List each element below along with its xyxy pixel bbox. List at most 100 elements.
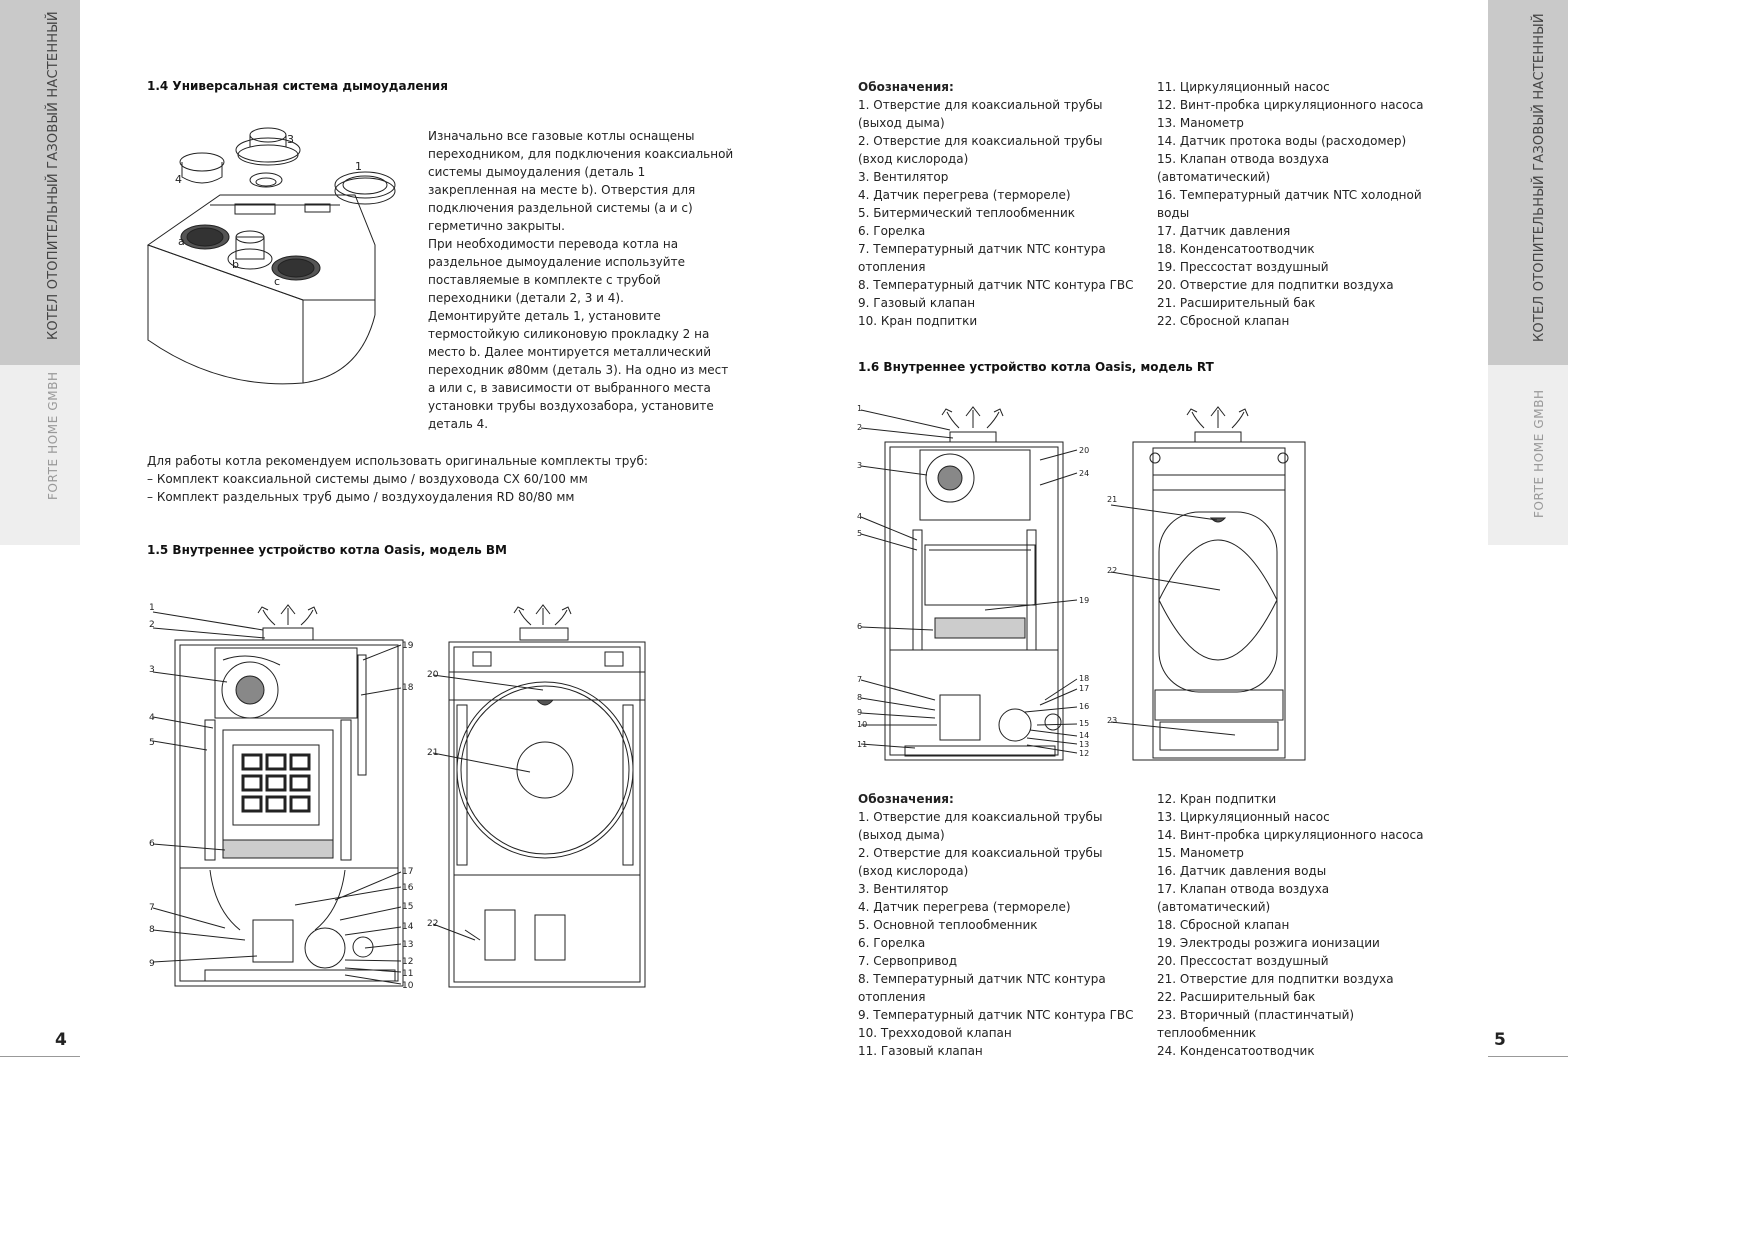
rt-back-diagram: 21 22 23	[1107, 406, 1306, 761]
flue-adapter-figure: 3 1 4 a b c	[146, 127, 396, 385]
legend-item: 6. Горелка	[858, 936, 926, 950]
legend-item: 18. Конденсатоотводчик	[1157, 242, 1315, 256]
callout-label: 14	[402, 922, 414, 932]
text-line: Для работы котла рекомендуем использоват…	[147, 454, 648, 468]
callout-label: 6	[149, 839, 155, 849]
legend-item: 12. Кран подпитки	[1157, 792, 1277, 806]
legend-item: 6. Горелка	[858, 224, 926, 238]
callout-label: 18	[402, 683, 414, 693]
legend-item: (выход дыма)	[858, 828, 945, 842]
text-line: термостойкую силиконовую прокладку 2 на	[428, 327, 710, 341]
callout-label: 4	[857, 512, 862, 521]
legend-item: отопления	[858, 990, 926, 1004]
legend-item: (вход кислорода)	[858, 864, 969, 878]
legend-item: воды	[1157, 206, 1190, 220]
sidebar-brand-band	[1488, 365, 1568, 545]
left-sidebar: КОТЕЛ ОТОПИТЕЛЬНЫЙ ГАЗОВЫЙ НАСТЕННЫЙ FOR…	[0, 0, 80, 545]
legend-heading: Обозначения:	[858, 792, 954, 806]
page-number-right: 5	[1494, 1030, 1506, 1050]
callout-label: 15	[1079, 719, 1089, 728]
legend-item: 14. Винт-пробка циркуляционного насоса	[1157, 828, 1424, 842]
sidebar-vertical-title: КОТЕЛ ОТОПИТЕЛЬНЫЙ ГАЗОВЫЙ НАСТЕННЫЙ	[1532, 13, 1547, 342]
callout-label: 11	[402, 969, 413, 979]
section-1-4-heading: 1.4 Универсальная система дымоудаления	[147, 79, 448, 93]
callout-label: 13	[402, 940, 413, 950]
legend-item: 3. Вентилятор	[858, 170, 949, 184]
callout-label: 2	[149, 620, 155, 630]
figure-label: a	[178, 235, 185, 248]
figure-label: 1	[355, 160, 362, 173]
section-1-4-text: Изначально все газовые котлы оснащены пе…	[428, 127, 738, 433]
legend-item: 13. Циркуляционный насос	[1157, 810, 1330, 824]
right-sidebar: КОТЕЛ ОТОПИТЕЛЬНЫЙ ГАЗОВЫЙ НАСТЕННЫЙ FOR…	[1488, 0, 1568, 545]
callout-label: 15	[402, 902, 413, 912]
legend-item: 12. Винт-пробка циркуляционного насоса	[1157, 98, 1424, 112]
legend-item: 4. Датчик перегрева (термореле)	[858, 188, 1071, 202]
legend-item: 20. Отверстие для подпитки воздуха	[1157, 278, 1394, 292]
legend-item: 17. Датчик давления	[1157, 224, 1291, 238]
page-number-rule	[1488, 1056, 1568, 1057]
callout-label: 10	[857, 720, 867, 729]
legend-item: 19. Электроды розжига ионизации	[1157, 936, 1380, 950]
callout-label: 16	[1079, 702, 1089, 711]
legend-item: 7. Температурный датчик NTC контура	[858, 242, 1106, 256]
callout-label: 12	[1079, 749, 1089, 758]
legend-item: 9. Газовый клапан	[858, 296, 976, 310]
legend-item: 11. Циркуляционный насос	[1157, 80, 1330, 94]
callout-label: 5	[149, 738, 155, 748]
bm-front-diagram: 1 2 3 4 5 6 7 8 9 19 18 17 16 15 14 13 1…	[149, 603, 414, 991]
section-1-6-heading: 1.6 Внутреннее устройство котла Oasis, м…	[858, 360, 1214, 374]
callout-label: 19	[1079, 596, 1089, 605]
legend-item: 10. Кран подпитки	[858, 314, 978, 328]
legend-item: (автоматический)	[1157, 170, 1271, 184]
callout-label: 10	[402, 981, 414, 991]
callout-label: 7	[149, 903, 155, 913]
text-line: место b. Далее монтируется металлический	[428, 345, 711, 359]
text-line: подключения раздельной системы (a и c)	[428, 201, 693, 215]
text-line: деталь 4.	[428, 417, 489, 431]
callout-label: 8	[149, 925, 155, 935]
rt-front-diagram: 1 2 3 4 5 6 7 8 9 10 11 20 24 19 18 17 1…	[857, 404, 1089, 761]
text-line: установки трубы воздухозабора, установит…	[428, 399, 714, 413]
callout-label: 14	[1079, 731, 1089, 740]
callout-label: 16	[402, 883, 414, 893]
callout-label: 17	[402, 867, 413, 877]
text-line: раздельное дымоудаление используйте	[428, 255, 685, 269]
callout-label: 17	[1079, 684, 1089, 693]
text-line: переходником, для подключения коаксиальн…	[428, 147, 734, 161]
legend-item: отопления	[858, 260, 926, 274]
legend-rt-col1: Обозначения: 1. Отверстие для коаксиальн…	[858, 790, 1148, 1060]
text-line: переходники (детали 2, 3 и 4).	[428, 291, 624, 305]
sidebar-title-band	[1488, 0, 1568, 365]
callout-label: 20	[427, 670, 439, 680]
text-line: – Комплект коаксиальной системы дымо / в…	[147, 472, 588, 486]
legend-item: 9. Температурный датчик NTC контура ГВС	[858, 1008, 1134, 1022]
legend-item: 14. Датчик протока воды (расходомер)	[1157, 134, 1407, 148]
legend-rt-col2: 12. Кран подпитки 13. Циркуляционный нас…	[1157, 790, 1477, 1060]
legend-item: 16. Датчик давления воды	[1157, 864, 1327, 878]
callout-label: 12	[402, 957, 413, 967]
legend-item: теплообменник	[1157, 1026, 1257, 1040]
callout-label: 9	[149, 959, 155, 969]
legend-item: 1. Отверстие для коаксиальной трубы	[858, 98, 1103, 112]
callout-label: 22	[1107, 566, 1117, 575]
callout-label: 19	[402, 641, 414, 651]
legend-item: 18. Сбросной клапан	[1157, 918, 1290, 932]
figure-label: c	[274, 275, 280, 288]
legend-item: 22. Сбросной клапан	[1157, 314, 1290, 328]
page-number-left: 4	[55, 1030, 67, 1050]
legend-item: (вход кислорода)	[858, 152, 969, 166]
legend-item: 8. Температурный датчик NTC контура	[858, 972, 1106, 986]
legend-item: 5. Основной теплообменник	[858, 918, 1038, 932]
legend-item: 2. Отверстие для коаксиальной трубы	[858, 134, 1103, 148]
legend-item: 10. Трехходовой клапан	[858, 1026, 1012, 1040]
legend-item: 21. Расширительный бак	[1157, 296, 1316, 310]
figure-label: 3	[287, 133, 294, 146]
callout-label: 3	[857, 461, 862, 470]
callout-label: 20	[1079, 446, 1089, 455]
sidebar-vertical-title: КОТЕЛ ОТОПИТЕЛЬНЫЙ ГАЗОВЫЙ НАСТЕННЫЙ	[46, 11, 61, 340]
callout-label: 1	[149, 603, 155, 613]
legend-item: (автоматический)	[1157, 900, 1271, 914]
callout-label: 5	[857, 529, 862, 538]
callout-label: 4	[149, 713, 155, 723]
